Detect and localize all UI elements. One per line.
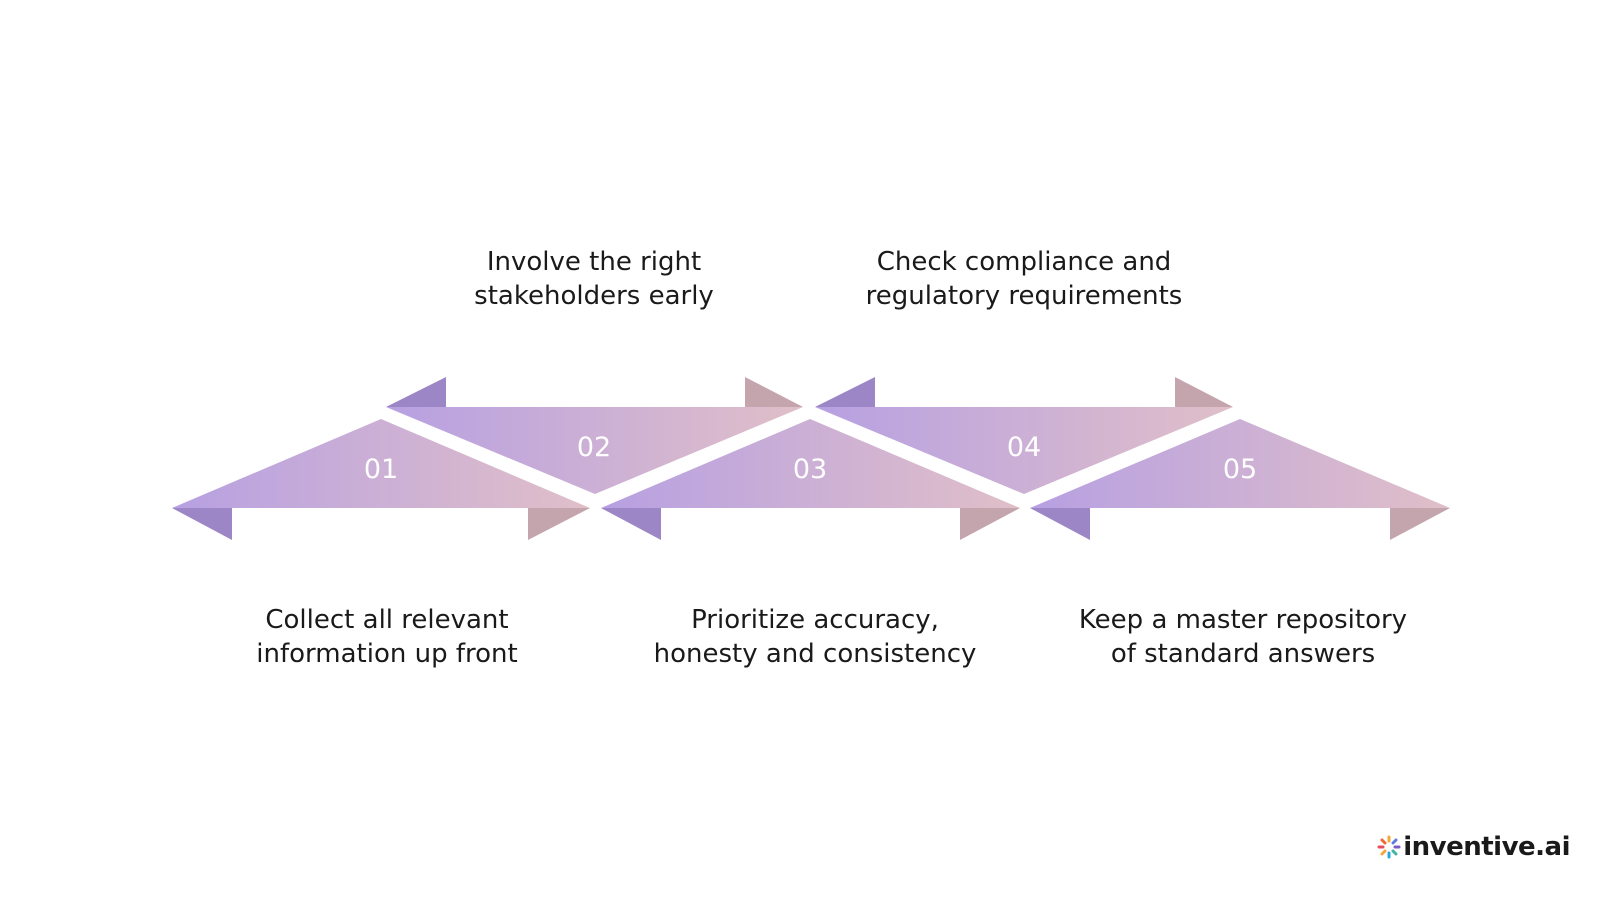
step-01-label: Collect all relevant information up fron… <box>197 603 577 671</box>
step-01-left-fold <box>172 508 232 540</box>
step-03-shape: 03 <box>601 419 1020 540</box>
step-04-label-line2: regulatory requirements <box>865 281 1183 311</box>
step-04-label-line1: Check compliance and <box>876 247 1172 277</box>
step-03-label-line2: honesty and consistency <box>653 639 977 669</box>
step-03-number: 03 <box>793 454 827 485</box>
step-01-shape: 01 <box>172 419 590 540</box>
sparkle-icon <box>1377 835 1401 859</box>
step-02-left-fold <box>386 377 446 407</box>
step-01-triangle <box>172 419 590 508</box>
step-04-shape: 04 <box>815 377 1233 494</box>
step-01-label-line2: information up front <box>256 639 518 669</box>
step-02-label: Involve the right stakeholders early <box>404 245 784 313</box>
brand-logo: inventive.ai <box>1377 832 1570 862</box>
step-02-label-line1: Involve the right <box>486 247 702 277</box>
step-03-label-line1: Prioritize accuracy, <box>691 605 939 635</box>
brand-logo-text: inventive.ai <box>1403 832 1570 862</box>
step-05-label-line1: Keep a master repository <box>1078 605 1408 635</box>
step-04-right-fold <box>1175 377 1233 407</box>
step-02-triangle <box>386 407 803 494</box>
step-01-right-fold <box>528 508 590 540</box>
step-02-right-fold <box>745 377 803 407</box>
step-05-shape: 05 <box>1030 419 1450 540</box>
step-04-label: Check compliance and regulatory requirem… <box>834 245 1214 313</box>
step-05-left-fold <box>1030 508 1090 540</box>
step-05-label-line2: of standard answers <box>1110 639 1376 669</box>
step-01-label-line1: Collect all relevant <box>265 605 509 635</box>
step-05-right-fold <box>1390 508 1450 540</box>
step-02-number: 02 <box>577 432 611 463</box>
step-03-triangle <box>601 419 1020 508</box>
step-05-number: 05 <box>1223 454 1257 485</box>
step-02-label-line2: stakeholders early <box>474 281 714 311</box>
step-03-right-fold <box>960 508 1020 540</box>
step-03-left-fold <box>601 508 661 540</box>
step-04-triangle <box>815 407 1233 494</box>
step-04-left-fold <box>815 377 875 407</box>
step-04-number: 04 <box>1007 432 1041 463</box>
step-01-number: 01 <box>364 454 398 485</box>
step-02-shape: 02 <box>386 377 803 494</box>
step-05-triangle <box>1030 419 1450 508</box>
step-05-label: Keep a master repository of standard ans… <box>1043 603 1443 671</box>
step-03-label: Prioritize accuracy, honesty and consist… <box>625 603 1005 671</box>
